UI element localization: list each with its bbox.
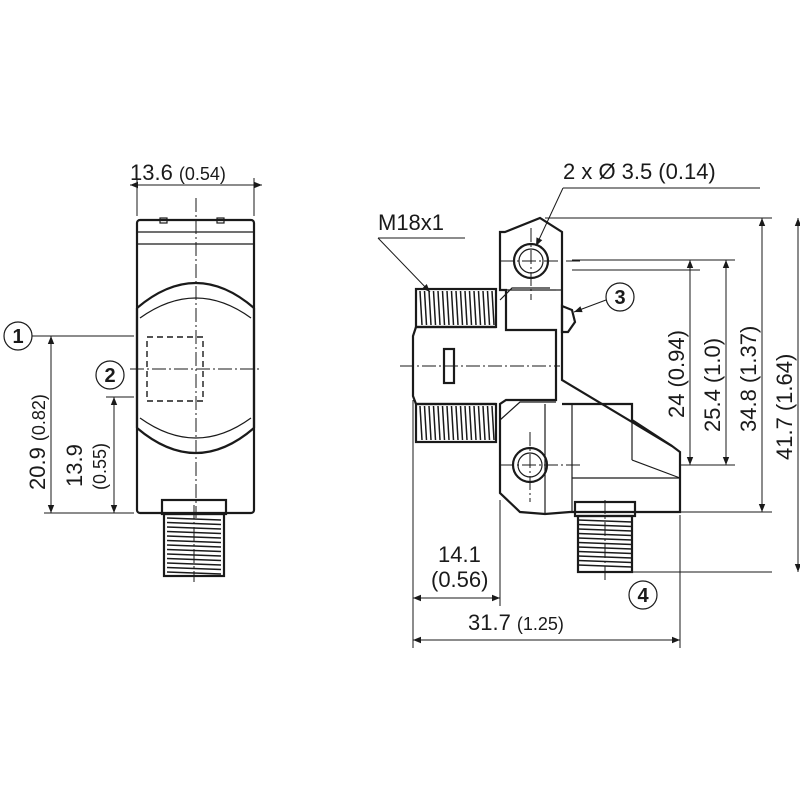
housing-lower-block bbox=[562, 402, 673, 447]
dim-41-7-label: 41.7(1.64) bbox=[772, 354, 797, 460]
side-view: 2 x Ø 3.5(0.14) M18x1 3 4 24(0.94) 25.4(… bbox=[377, 159, 800, 648]
dim-0-55-label: (0.55) bbox=[90, 443, 110, 490]
dim-20-9-label: 20.9(0.82) bbox=[25, 394, 50, 490]
thread-label: M18x1 bbox=[378, 210, 444, 235]
thread-leader bbox=[377, 237, 431, 293]
callout-4-label: 4 bbox=[637, 585, 649, 607]
dim-13-9-label: 13.9 bbox=[62, 444, 87, 487]
front-view: 13.6(0.54) 20.9(0.82) 13.9 (0.55) 1 2 bbox=[3, 160, 262, 582]
dim-34-8-label: 34.8(1.37) bbox=[736, 326, 761, 432]
callout-3-circle bbox=[605, 282, 635, 312]
dim-25-4-label: 25.4(1.0) bbox=[700, 338, 725, 432]
hole-leader bbox=[535, 187, 564, 247]
callout-4-circle bbox=[628, 580, 658, 610]
callout-3-label: 3 bbox=[614, 287, 625, 309]
callout-1-label: 1 bbox=[12, 326, 23, 348]
dim-31-7-label: 31.7(1.25) bbox=[468, 610, 564, 635]
hole-dim-label: 2 x Ø 3.5(0.14) bbox=[563, 159, 716, 184]
adjuster-knob bbox=[560, 304, 577, 334]
m18-thread-lines bbox=[419, 290, 495, 441]
dim-13-6-label: 13.6(0.54) bbox=[130, 160, 226, 185]
dim-0-56-label: (0.56) bbox=[431, 567, 488, 592]
dim-14-1-label: 14.1 bbox=[438, 542, 481, 567]
dim-24-label: 24(0.94) bbox=[664, 330, 689, 418]
callout-2-circle bbox=[95, 360, 125, 390]
callout-2-label: 2 bbox=[104, 365, 115, 387]
